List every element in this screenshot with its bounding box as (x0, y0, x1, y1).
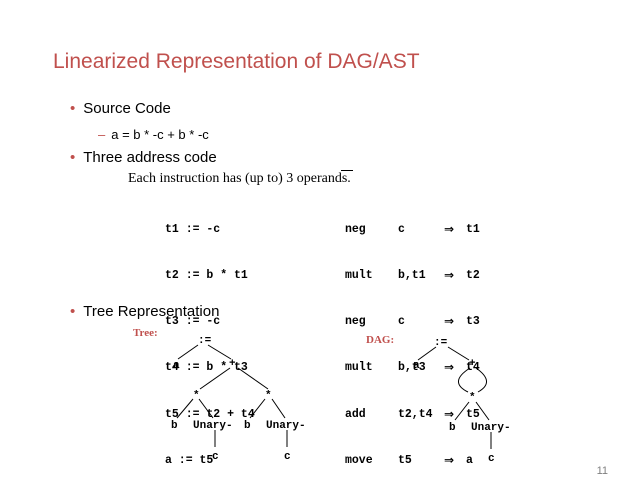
dag-node-assign: := (434, 337, 448, 349)
bullet-dot: • (70, 303, 76, 320)
implies-arrow-icon: ⇒ (444, 314, 455, 329)
tree-edge (177, 344, 199, 360)
tac-op: mult (345, 361, 373, 375)
dag-node-a: a (413, 360, 420, 372)
tree-node-a: a (173, 360, 180, 372)
tac-targets-column: t1 t2 t3 t4 t5 a (466, 191, 480, 484)
tac-target: t4 (466, 361, 480, 375)
implies-arrow-icon: ⇒ (444, 452, 455, 467)
dag-node-plus: + (469, 358, 476, 370)
tac-line: t1 := -c (165, 222, 221, 236)
tree-node-star: * (193, 390, 200, 402)
tree-edge (176, 398, 194, 419)
tree-node-b: b (244, 420, 251, 432)
dag-edge (458, 367, 471, 393)
tac-arg: b,t1 (398, 269, 426, 283)
tac-target: t1 (466, 222, 480, 236)
tac-op: add (345, 407, 366, 421)
three-address-caption: Each instruction has (up to) 3 operands. (128, 170, 353, 186)
tac-ops-column: neg mult neg mult add move (345, 191, 373, 484)
tree-node-b: b (171, 420, 178, 432)
dag-node-b: b (449, 422, 456, 434)
dag-edge (417, 346, 437, 361)
tree-edges (176, 344, 288, 447)
tree-node-plus: + (229, 358, 236, 370)
tac-op: neg (345, 315, 366, 329)
tac-target: a (466, 453, 473, 467)
tree-edge (237, 367, 269, 390)
tac-arg: b,t3 (398, 361, 426, 375)
sub-bullet-source-expression: –a = b * -c + b * -c (98, 127, 209, 142)
tree-node-c: c (212, 451, 219, 463)
tree-edge (199, 367, 231, 390)
tac-target: t5 (466, 407, 480, 421)
page-number: 11 (596, 465, 608, 477)
tac-op: move (345, 453, 373, 467)
dag-node-c: c (488, 453, 495, 465)
tac-arrows-column: ⇒ ⇒ ⇒ ⇒ ⇒ ⇒ (444, 191, 458, 484)
implies-arrow-icon: ⇒ (444, 360, 455, 375)
dag-edge (447, 346, 470, 361)
dag-edge (475, 401, 490, 421)
tac-target: t2 (466, 269, 480, 283)
tac-line: t2 := b * t1 (165, 269, 248, 283)
tac-args-column: c b,t1 c b,t3 t2,t4 t5 (398, 191, 433, 484)
tac-line: t5 := t2 + t4 (165, 407, 255, 421)
tree-node-c: c (284, 451, 291, 463)
sub-bullet-dash: – (98, 127, 106, 142)
implies-arrow-icon: ⇒ (444, 268, 455, 283)
tree-edge (249, 398, 266, 419)
bullet-dot: • (70, 100, 76, 117)
bullet-source-code: • Source Code (70, 100, 171, 117)
tac-arg: t5 (398, 453, 412, 467)
tac-op: neg (345, 222, 366, 236)
dag-edge (475, 367, 487, 393)
tree-edge (271, 398, 286, 419)
tac-line: t4 := b * t3 (165, 361, 248, 375)
implies-arrow-icon: ⇒ (444, 221, 455, 236)
tac-target: t3 (466, 315, 480, 329)
tac-arg: c (398, 315, 405, 329)
bullet-dot: • (70, 149, 76, 166)
tac-op: mult (345, 269, 373, 283)
dag-node-unary: Unary- (471, 422, 511, 434)
tree-node-unary: Unary- (193, 420, 233, 432)
tree-edge (198, 398, 214, 419)
tree-node-assign: := (198, 335, 212, 347)
bullet-tree-representation: • Tree Representation (70, 303, 219, 320)
slide-title: Linearized Representation of DAG/AST (53, 50, 420, 73)
source-expression: a = b * -c + b * -c (111, 127, 209, 142)
tac-line: t3 := -c (165, 315, 221, 329)
tree-edge (207, 344, 232, 360)
tac-arg: c (398, 222, 405, 236)
dag-label: DAG: (366, 334, 394, 346)
dag-edges (417, 346, 492, 449)
tac-statements-column: t1 := -c t2 := b * t1 t3 := -c t4 := b *… (165, 191, 255, 484)
implies-arrow-icon: ⇒ (444, 406, 455, 421)
bullet-three-address-code: • Three address code (70, 149, 217, 166)
tree-label: Tree: (133, 327, 158, 339)
tac-line: a := t5 (165, 453, 214, 467)
tac-arg: t2,t4 (398, 407, 433, 421)
bullet-three-address-label: Three address code (83, 149, 217, 166)
dag-edge (454, 401, 470, 421)
tree-node-unary: Unary- (266, 420, 306, 432)
tree-node-star: * (265, 390, 272, 402)
bullet-source-code-label: Source Code (83, 100, 171, 117)
dag-node-star: * (469, 392, 476, 404)
bullet-tree-label: Tree Representation (83, 303, 220, 320)
